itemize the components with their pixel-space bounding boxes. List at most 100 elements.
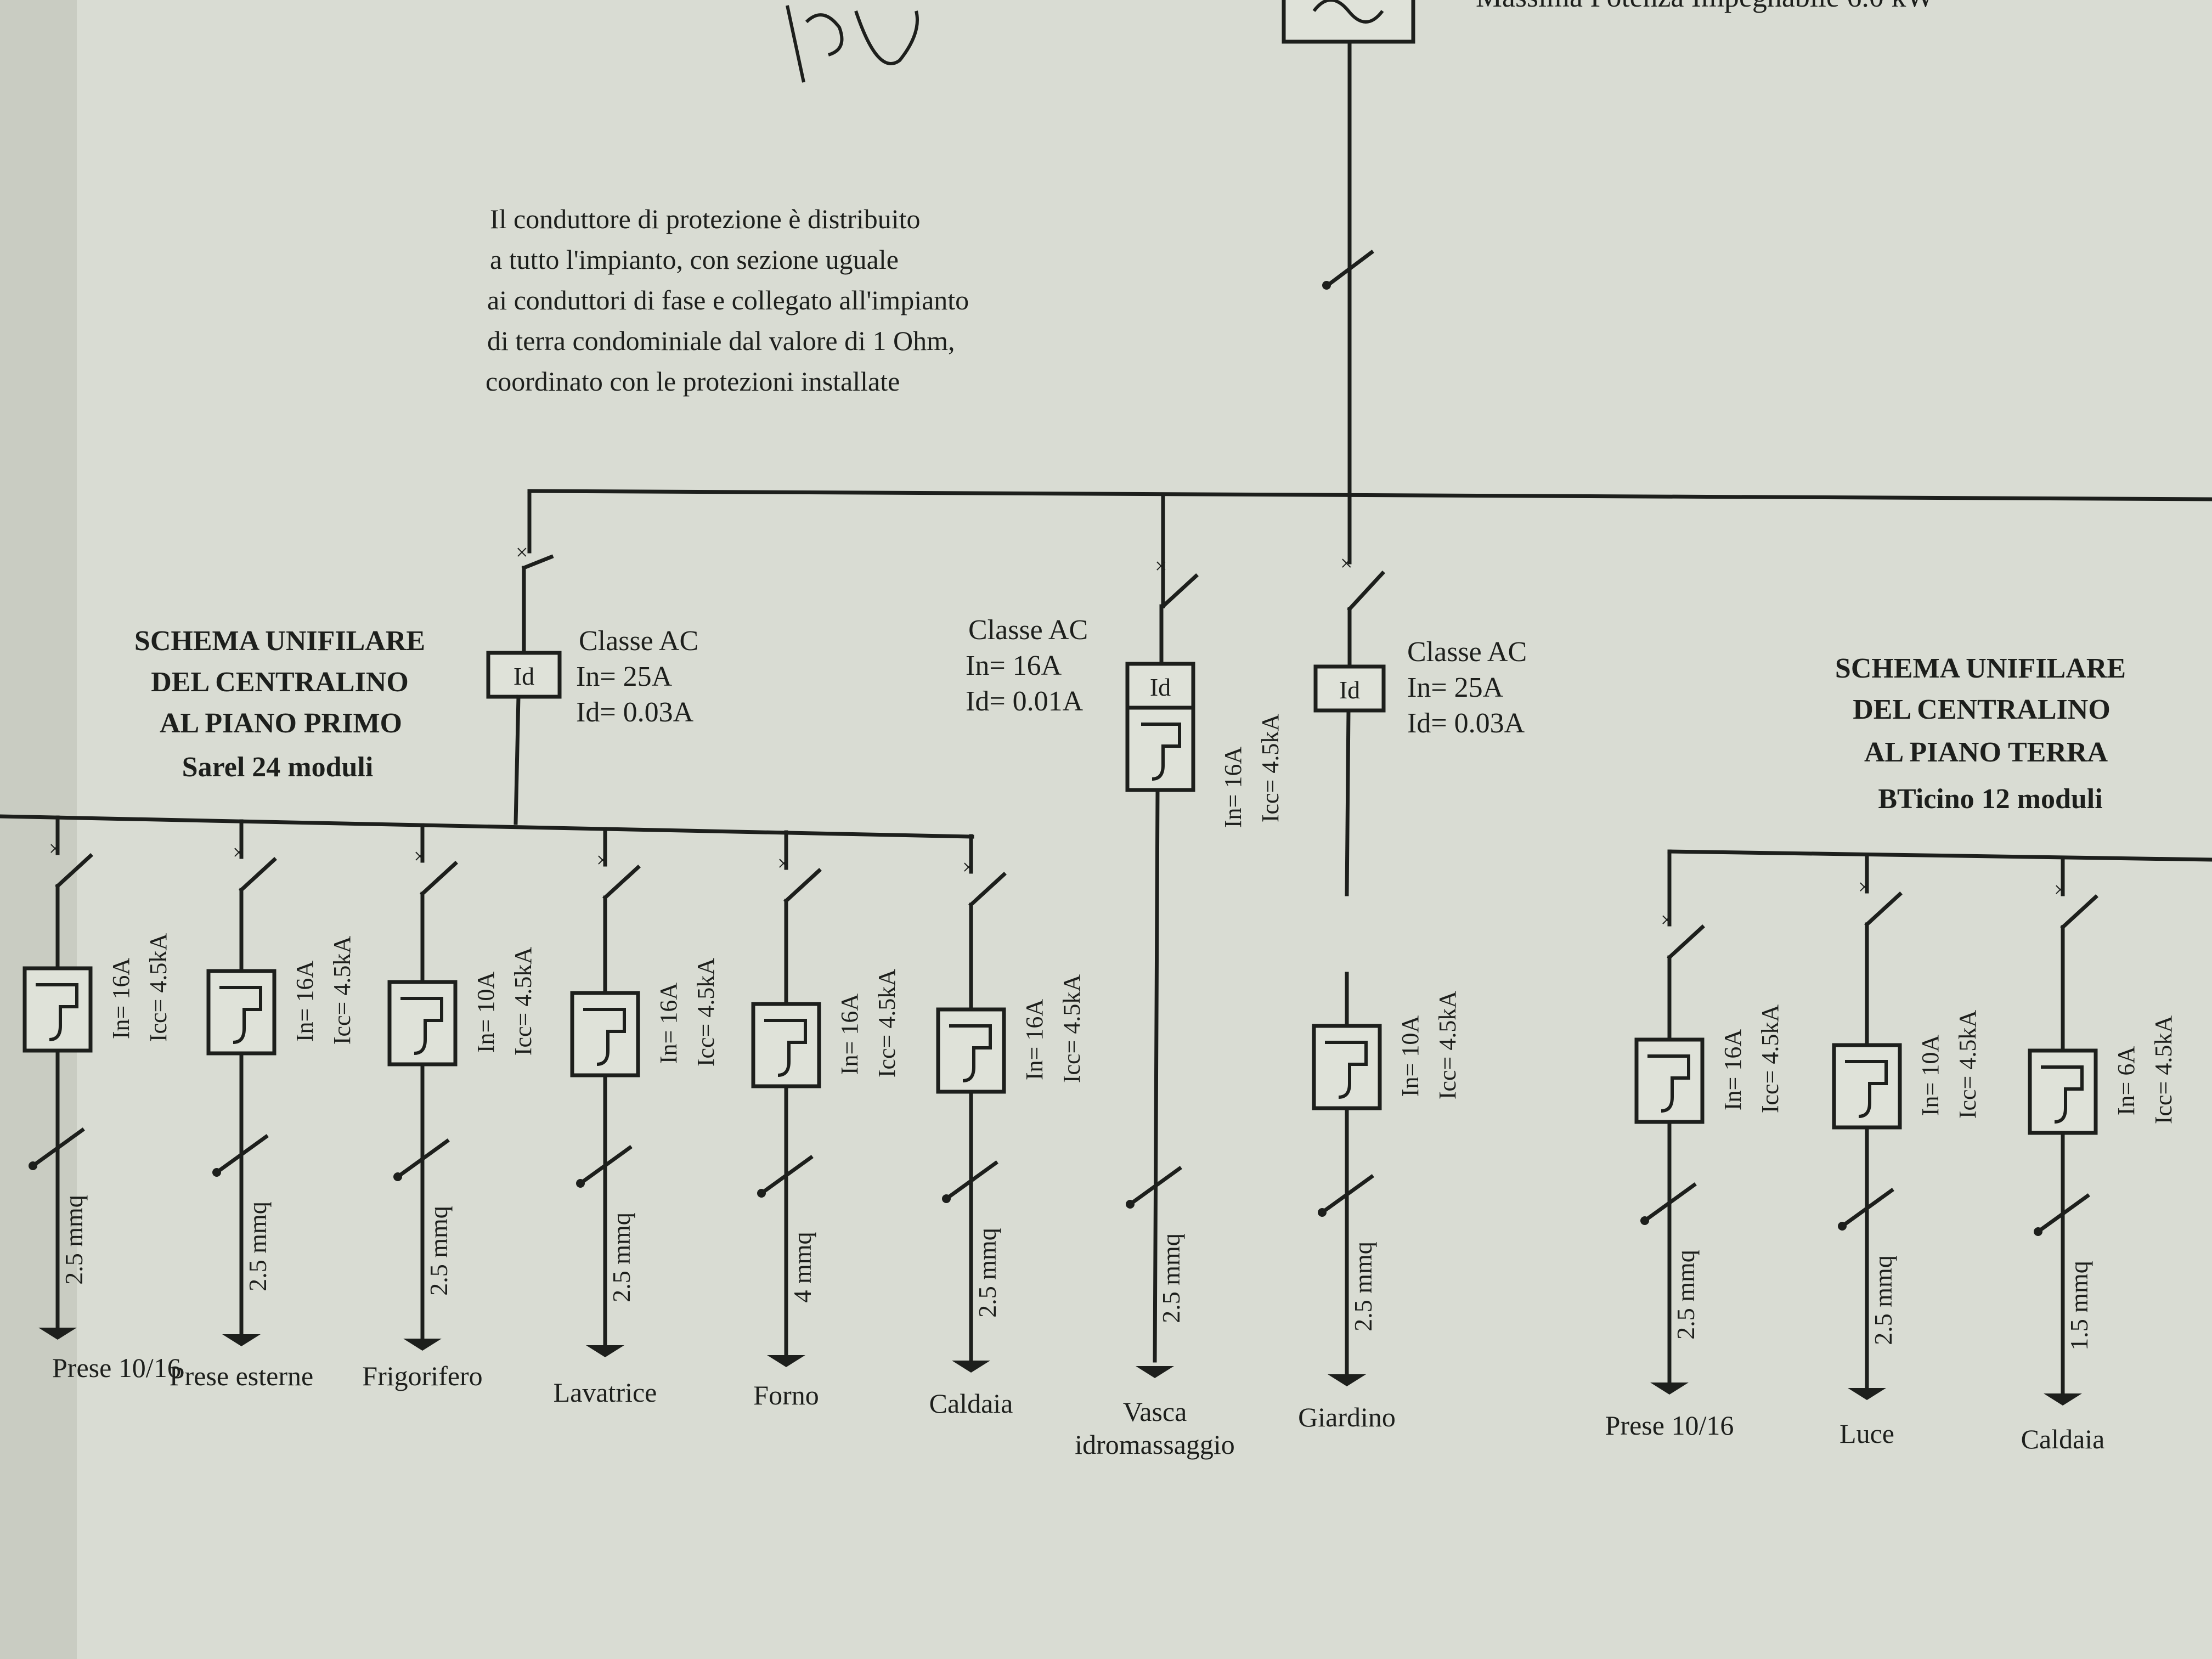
breaker-in-label: In= 10A <box>472 972 499 1053</box>
panel-primo-line-3: AL PIANO PRIMO <box>160 708 402 739</box>
differential-3: × Id Classe AC In= 25A Id= 0.03A <box>1313 551 1527 896</box>
note-line-2: a tutto l'impianto, con sezione uguale <box>490 244 899 275</box>
load-arrow-icon <box>222 1334 261 1346</box>
main-busbar <box>527 489 2212 501</box>
load-name: Prese 10/16 <box>52 1352 181 1383</box>
cable-section-label: 2.5 mmq <box>425 1206 453 1296</box>
circuit-switch-blade <box>783 868 822 904</box>
thermal-magnetic-icon <box>764 1019 807 1077</box>
circuit-switch-blade <box>55 853 93 889</box>
diff-3-symbol: Id <box>1339 676 1360 704</box>
diff-3-id: Id= 0.03A <box>1407 708 1525 739</box>
conductor-tick <box>578 1145 633 1186</box>
panel-primo-line-1: SCHEMA UNIFILARE <box>134 625 425 657</box>
diff-1-x-mark: × <box>516 540 528 565</box>
breaker-icc-label: Icc= 4.5kA <box>1757 1005 1784 1114</box>
diff-2-symbol: Id <box>1150 673 1171 701</box>
circuit-switch-blade <box>602 865 641 900</box>
circuit-x-mark: × <box>596 848 609 872</box>
paper-shadow-edge <box>0 0 77 1659</box>
conductor-tick <box>1642 1182 1697 1223</box>
diff-1-box <box>486 651 562 699</box>
main-feeder-conductor-tick <box>1325 250 1374 288</box>
load-arrow-icon <box>952 1361 990 1373</box>
load-arrow-icon <box>1650 1383 1689 1395</box>
diff-2-in: In= 16A <box>966 650 1062 681</box>
panel-title-primo: SCHEMA UNIFILARE DEL CENTRALINO AL PIANO… <box>134 625 425 783</box>
circuit-switch-blade <box>420 861 458 896</box>
circuit-switch-blade <box>968 872 1007 907</box>
load-name: idromassaggio <box>1075 1429 1235 1460</box>
thermal-magnetic-icon <box>400 997 443 1055</box>
conductor-tick-dot <box>29 1161 37 1170</box>
conductor-tick-dot <box>1126 1200 1135 1209</box>
panel-primo-line-2: DEL CENTRALINO <box>151 667 409 698</box>
conductor-tick <box>944 1160 998 1201</box>
circuit-switch-blade <box>239 857 277 893</box>
panel-primo-subtitle: Sarel 24 moduli <box>182 752 374 783</box>
cable-section-label: 2.5 mmq <box>607 1212 635 1302</box>
cable-section-label: 2.5 mmq <box>244 1201 272 1291</box>
load-name: Prese 10/16 <box>1605 1410 1734 1441</box>
load-name: Forno <box>753 1380 819 1410</box>
signature-mark <box>786 5 919 83</box>
circuit-switch-blade <box>1864 891 1903 927</box>
breaker-icc-label: Icc= 4.5kA <box>1434 991 1461 1100</box>
note-line-3: ai conduttori di fase e collegato all'im… <box>487 285 969 315</box>
load-name: Frigorifero <box>362 1361 482 1391</box>
differential-2: × Id Classe AC In= 16A Id= 0.01A In= 16A… <box>966 554 1284 1363</box>
conductor-tick <box>214 1134 269 1175</box>
panel-terra-line-1: SCHEMA UNIFILARE <box>1835 653 2126 684</box>
breaker-in-label: In= 6A <box>2113 1046 2140 1115</box>
breaker-in-label: In= 10A <box>1917 1035 1944 1116</box>
breaker-in-label: In= 16A <box>1719 1029 1746 1110</box>
panel-terra-subtitle: BTicino 12 moduli <box>1878 783 2102 815</box>
diff-3-in: In= 25A <box>1407 672 1504 703</box>
busbar-terra <box>1667 849 2212 862</box>
circuit-x-mark: × <box>777 851 790 876</box>
note-line-1: Il conduttore di protezione è distribuit… <box>490 204 921 234</box>
thermal-magnetic-icon <box>583 1008 626 1066</box>
diff-2-classe: Classe AC <box>968 614 1088 646</box>
load-arrow-icon <box>1136 1366 1174 1378</box>
main-feeder-tick-dot <box>1322 281 1331 290</box>
diff-1-symbol: Id <box>514 662 534 690</box>
load-name: Luce <box>1839 1418 1894 1449</box>
diff-2-tail <box>1153 788 1160 1363</box>
main-wiring <box>0 40 2212 891</box>
breaker-icc-label: Icc= 4.5kA <box>873 969 900 1078</box>
circuit-x-mark: × <box>2054 877 2067 902</box>
conductor-tick-dot <box>757 1189 766 1198</box>
load-name: Caldaia <box>2021 1424 2105 1454</box>
conductor-tick-dot <box>1640 1216 1649 1225</box>
thermal-magnetic-icon <box>36 983 78 1041</box>
panel-title-terra: SCHEMA UNIFILARE DEL CENTRALINO AL PIANO… <box>1835 653 2126 815</box>
breaker-icc-label: Icc= 4.5kA <box>145 933 172 1042</box>
diff-3-box <box>1313 664 1386 713</box>
circuit-x-mark: × <box>414 844 426 868</box>
diff-2-switch-blade <box>1160 573 1199 609</box>
thermal-magnetic-icon <box>949 1024 992 1082</box>
breaker-icc-label: Icc= 4.5kA <box>1954 1010 1981 1119</box>
note-line-4: di terra condominiale dal valore di 1 Oh… <box>487 325 955 356</box>
load-arrow-icon <box>403 1339 442 1351</box>
cable-section-label: 1.5 mmq <box>2065 1261 2093 1351</box>
load-arrow-icon <box>586 1345 624 1357</box>
conductor-tick-dot <box>212 1168 221 1177</box>
circuit-x-mark: × <box>1858 874 1871 899</box>
diff-2-breaker-icc: Icc= 4.5kA <box>1257 714 1284 823</box>
conductor-tick <box>1127 1166 1182 1207</box>
conductor-tick-dot <box>1318 1208 1327 1217</box>
conductor-tick <box>395 1138 450 1180</box>
conductor-tick-dot <box>942 1194 951 1203</box>
cable-section-label: 2.5 mmq <box>1349 1242 1377 1331</box>
conductor-tick-dot <box>393 1172 402 1181</box>
